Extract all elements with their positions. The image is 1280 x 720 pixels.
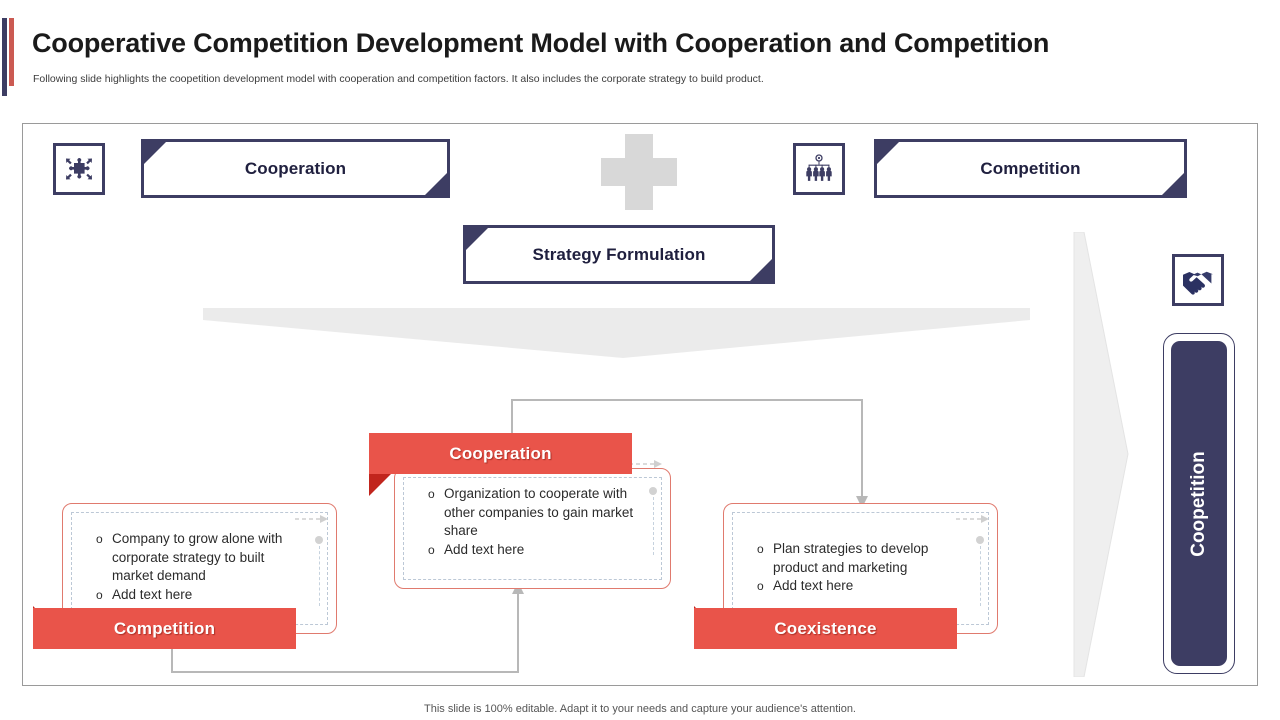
- competition-box[interactable]: Competition: [874, 139, 1187, 198]
- list-item: Organization to cooperate with other com…: [426, 485, 644, 541]
- page-subtitle: Following slide highlights the coopetiti…: [33, 73, 764, 85]
- card-handle-dot: [315, 536, 323, 544]
- card-handle-arrow-icon: [956, 515, 989, 523]
- card-handle-vline: [319, 546, 320, 606]
- card-cooperation-dashed-outline: [403, 477, 662, 580]
- card-cooperation-bullets: Organization to cooperate with other com…: [426, 485, 644, 559]
- competition-box-label: Competition: [980, 158, 1081, 178]
- page-title: Cooperative Competition Development Mode…: [32, 28, 1050, 58]
- puzzle-pieces-icon: [53, 143, 105, 195]
- org-chart-people-icon: [793, 143, 845, 195]
- coopetition-panel[interactable]: Coopetition: [1163, 333, 1235, 674]
- card-handle-arrow-icon: [295, 515, 328, 523]
- card-cooperation-banner[interactable]: Cooperation: [369, 433, 632, 474]
- cooperation-box-label: Cooperation: [244, 158, 347, 178]
- card-competition-banner[interactable]: Competition: [33, 608, 296, 649]
- card-competition-banner-label: Competition: [113, 618, 216, 638]
- plus-shape-icon: [601, 134, 677, 210]
- card-handle-dot: [976, 536, 984, 544]
- list-item: Add text here: [426, 541, 644, 560]
- list-item: Plan strategies to develop product and m…: [755, 540, 970, 577]
- accent-bar-red: [9, 18, 14, 86]
- card-cooperation[interactable]: Organization to cooperate with other com…: [394, 460, 671, 589]
- card-coexistence-banner[interactable]: Coexistence: [694, 608, 957, 649]
- card-cooperation-banner-fold: [369, 474, 391, 496]
- card-coexistence-bullets: Plan strategies to develop product and m…: [755, 540, 970, 596]
- funnel-shape: [203, 308, 1030, 358]
- list-item: Add text here: [755, 577, 970, 596]
- footer-note: This slide is 100% editable. Adapt it to…: [424, 703, 856, 715]
- card-competition-bullets: Company to grow alone with corporate str…: [94, 530, 309, 604]
- card-handle-vline: [653, 497, 654, 555]
- strategy-formulation-label: Strategy Formulation: [532, 244, 706, 264]
- card-handle-arrow-icon: [629, 460, 662, 468]
- handshake-icon: [1172, 254, 1224, 306]
- card-coexistence-banner-label: Coexistence: [774, 618, 877, 638]
- accent-bar-navy: [2, 18, 7, 96]
- coopetition-panel-label: Coopetition: [1188, 450, 1209, 557]
- right-chevron-arrow-icon: [1070, 231, 1132, 678]
- cooperation-box[interactable]: Cooperation: [141, 139, 450, 198]
- list-item: Add text here: [94, 586, 309, 605]
- card-handle-vline: [980, 546, 981, 606]
- list-item: Company to grow alone with corporate str…: [94, 530, 309, 586]
- strategy-formulation-box[interactable]: Strategy Formulation: [463, 225, 775, 284]
- card-handle-dot: [649, 487, 657, 495]
- card-cooperation-banner-label: Cooperation: [449, 443, 552, 463]
